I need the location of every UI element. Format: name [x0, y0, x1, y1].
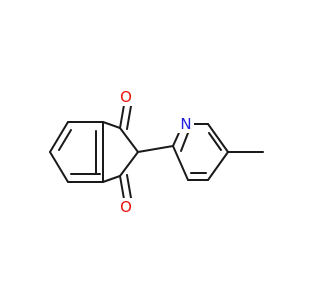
bond-to-pyridine: [137, 145, 174, 153]
carbonyl-bottom: [119, 174, 132, 200]
bond: [207, 151, 229, 181]
double-bond-inner: [126, 174, 132, 199]
oxygen-label: O: [120, 198, 132, 216]
double-bond-inner: [180, 132, 189, 152]
double-bond-inner: [126, 105, 132, 130]
bond: [49, 121, 69, 153]
double-bond-inner: [58, 129, 72, 151]
oxygen-label: O: [120, 88, 132, 106]
carbonyl-top: [119, 104, 132, 130]
nitrogen-label: N: [180, 115, 191, 133]
bond: [119, 175, 125, 200]
bond: [49, 151, 69, 183]
atom-nitrogen: N: [178, 115, 194, 133]
bond: [119, 127, 139, 153]
bond: [172, 145, 189, 181]
bond: [207, 123, 229, 153]
structure-diagram: O O N: [49, 88, 264, 216]
cyclopentane-ring: [102, 121, 139, 183]
benzene-ring: [49, 121, 104, 183]
bond: [119, 151, 139, 177]
pyridine-ring: [172, 123, 229, 181]
bond: [102, 175, 121, 183]
bond: [119, 104, 125, 129]
double-bond-inner: [208, 132, 222, 151]
atom-oxygen-bottom: O: [118, 198, 134, 216]
atom-oxygen-top: O: [118, 88, 134, 106]
bond: [102, 121, 121, 129]
